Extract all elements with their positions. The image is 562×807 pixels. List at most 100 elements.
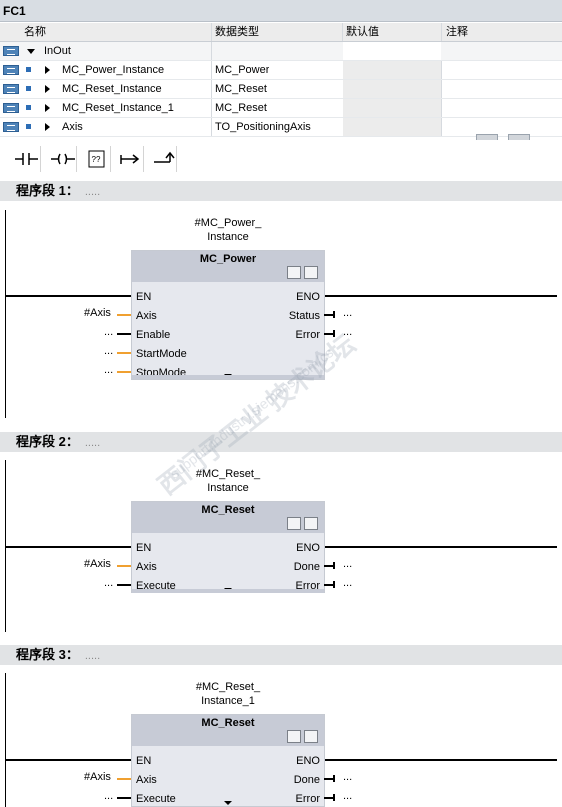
- power-wire-out: [324, 546, 557, 548]
- header-default[interactable]: 默认值: [346, 26, 379, 38]
- network-comment[interactable]: .....: [84, 437, 101, 449]
- input-operand[interactable]: ...: [104, 326, 114, 338]
- param-marker-icon: [26, 105, 31, 110]
- instance-line-2: Instance: [207, 482, 249, 494]
- input-operand[interactable]: #Axis: [84, 771, 111, 783]
- param-default-cell: [343, 80, 441, 98]
- expand-arrow-icon[interactable]: [45, 123, 50, 131]
- fb-box-mc-reset-1[interactable]: MC_Reset EN ENO Axis Execute Done Error: [131, 714, 325, 807]
- output-operand[interactable]: ...: [343, 558, 353, 570]
- pin-en[interactable]: EN: [136, 291, 152, 303]
- collapse-arrow-icon[interactable]: [27, 49, 35, 54]
- interface-row[interactable]: MC_Reset_Instance MC_Reset: [0, 80, 562, 99]
- no-contact-icon[interactable]: [14, 146, 41, 172]
- instance-db-name[interactable]: #MC_Power_Instance: [168, 216, 288, 244]
- output-operand[interactable]: ...: [343, 790, 353, 802]
- block-diagnostics-icon[interactable]: [304, 266, 318, 279]
- fb-box-mc-reset[interactable]: MC_Reset EN ENO Axis Execute Done Error: [131, 501, 325, 593]
- pin-en[interactable]: EN: [136, 542, 152, 554]
- pin-eno[interactable]: ENO: [296, 291, 320, 303]
- pin-en[interactable]: EN: [136, 755, 152, 767]
- network-comment[interactable]: .....: [84, 650, 101, 662]
- pin-eno[interactable]: ENO: [296, 542, 320, 554]
- pin-output[interactable]: Error: [295, 793, 320, 805]
- input-operand[interactable]: #Axis: [84, 558, 111, 570]
- fb-box-mc-power[interactable]: MC_Power EN ENO Axis Enable StartMode St…: [131, 250, 325, 380]
- pin-input[interactable]: Axis: [136, 561, 157, 573]
- input-operand[interactable]: ...: [104, 790, 114, 802]
- network-1-header[interactable]: 程序段 1：.....: [0, 181, 562, 201]
- power-wire-in: [5, 295, 132, 297]
- pin-input[interactable]: Enable: [136, 329, 171, 341]
- param-default-cell: [343, 61, 441, 79]
- block-mode-icon[interactable]: [287, 730, 301, 743]
- expand-arrow-icon[interactable]: [45, 104, 50, 112]
- output-operand[interactable]: ...: [343, 307, 353, 319]
- block-mode-icon[interactable]: [287, 517, 301, 530]
- interface-row[interactable]: MC_Power_Instance MC_Power: [0, 61, 562, 80]
- param-name[interactable]: MC_Reset_Instance_1: [62, 102, 174, 114]
- pin-input[interactable]: Execute: [136, 793, 176, 805]
- header-comment[interactable]: 注释: [446, 26, 468, 38]
- interface-row[interactable]: Axis TO_PositioningAxis: [0, 118, 562, 137]
- pin-output[interactable]: Status: [288, 310, 320, 322]
- param-type[interactable]: TO_PositioningAxis: [215, 121, 311, 133]
- header-name[interactable]: 名称: [24, 26, 46, 38]
- interface-param-icon: [3, 84, 19, 94]
- pin-input[interactable]: Axis: [136, 774, 157, 786]
- instance-line-2: Instance_1: [201, 695, 255, 707]
- param-marker-icon: [26, 86, 31, 91]
- input-operand[interactable]: ...: [104, 364, 114, 376]
- pin-output[interactable]: Done: [293, 774, 320, 786]
- interface-param-icon: [3, 46, 19, 56]
- coil-icon[interactable]: [50, 146, 77, 172]
- open-branch-icon[interactable]: [117, 146, 144, 172]
- pin-output[interactable]: Error: [295, 329, 320, 341]
- instance-line-2: Instance: [207, 231, 249, 243]
- instance-line-1: #MC_Reset_: [195, 681, 261, 693]
- interface-param-icon: [3, 103, 19, 113]
- param-type[interactable]: MC_Power: [215, 64, 270, 76]
- block-diagnostics-icon[interactable]: [304, 517, 318, 530]
- pin-output[interactable]: Done: [293, 561, 320, 573]
- expand-arrow-icon[interactable]: [45, 85, 50, 93]
- param-name[interactable]: Axis: [62, 121, 83, 133]
- param-name[interactable]: MC_Reset_Instance: [62, 83, 162, 95]
- block-title: FC1: [0, 0, 562, 22]
- instance-db-name[interactable]: #MC_Reset_ Instance_1: [168, 680, 288, 708]
- header-type[interactable]: 数据类型: [215, 26, 259, 38]
- interface-param-icon: [3, 65, 19, 75]
- block-diagnostics-icon[interactable]: [304, 730, 318, 743]
- block-name: MC_Reset: [201, 717, 255, 729]
- input-operand[interactable]: ...: [104, 577, 114, 589]
- pin-input[interactable]: StartMode: [136, 348, 187, 360]
- input-operand[interactable]: #Axis: [84, 307, 111, 319]
- param-type[interactable]: MC_Reset: [215, 83, 267, 95]
- param-name[interactable]: MC_Power_Instance: [62, 64, 165, 76]
- block-name: MC_Power: [199, 253, 257, 265]
- interface-section-inout[interactable]: InOut: [0, 42, 562, 61]
- output-operand[interactable]: ...: [343, 577, 353, 589]
- empty-box-icon[interactable]: ??: [84, 146, 111, 172]
- pin-input[interactable]: Axis: [136, 310, 157, 322]
- param-default-cell: [343, 118, 441, 136]
- power-rail: [5, 210, 6, 418]
- output-operand[interactable]: ...: [343, 771, 353, 783]
- param-type[interactable]: MC_Reset: [215, 102, 267, 114]
- param-default-cell: [343, 99, 441, 117]
- power-wire-in: [5, 759, 132, 761]
- instance-db-name[interactable]: #MC_Reset_Instance: [168, 467, 288, 495]
- network-comment[interactable]: .....: [84, 186, 101, 198]
- close-branch-icon[interactable]: [150, 146, 177, 172]
- input-operand[interactable]: ...: [104, 345, 114, 357]
- pin-eno[interactable]: ENO: [296, 755, 320, 767]
- expand-pins-icon[interactable]: [224, 801, 232, 805]
- block-mode-icon[interactable]: [287, 266, 301, 279]
- power-wire-out: [324, 759, 557, 761]
- network-2-header[interactable]: 程序段 2：.....: [0, 432, 562, 452]
- output-operand[interactable]: ...: [343, 326, 353, 338]
- network-3-header[interactable]: 程序段 3：.....: [0, 645, 562, 665]
- expand-arrow-icon[interactable]: [45, 66, 50, 74]
- param-marker-icon: [26, 124, 31, 129]
- interface-row[interactable]: MC_Reset_Instance_1 MC_Reset: [0, 99, 562, 118]
